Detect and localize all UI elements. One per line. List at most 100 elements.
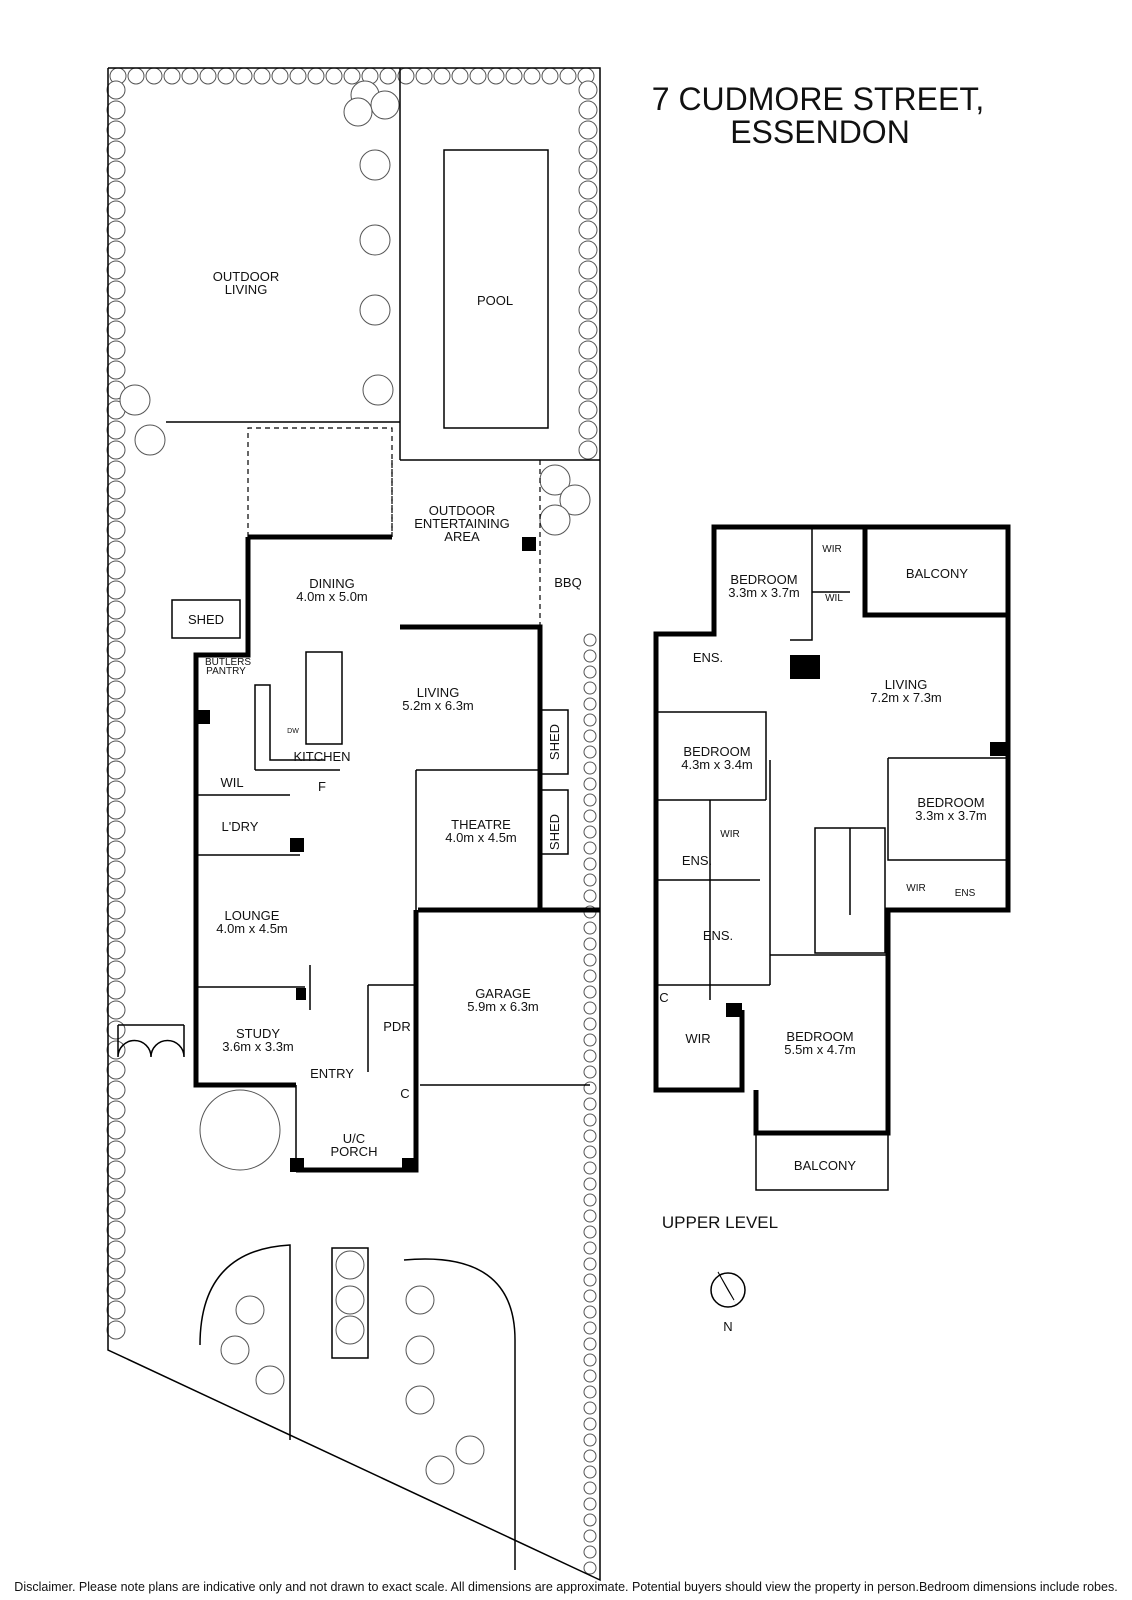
tree-icon (583, 1273, 597, 1287)
tree-icon (134, 424, 166, 456)
label-outdoor-entertaining-3: AREA (444, 529, 480, 544)
tree-icon (106, 880, 126, 900)
tree-icon (583, 1033, 597, 1047)
tree-icon (255, 1365, 285, 1395)
tree-icon (583, 681, 597, 695)
label-living: LIVING (417, 685, 460, 700)
tree-icon (307, 67, 325, 85)
tree-icon (583, 793, 597, 807)
tree-icon (106, 1160, 126, 1180)
tree-icon (106, 1320, 126, 1340)
tree-icon (106, 940, 126, 960)
tree-icon (559, 484, 591, 516)
tree-icon (583, 857, 597, 871)
tree-icon (106, 1060, 126, 1080)
label-study: STUDY (236, 1026, 280, 1041)
tree-icon (271, 67, 289, 85)
tree-icon (106, 280, 126, 300)
tree-icon (578, 340, 598, 360)
tree-icon (106, 1240, 126, 1260)
tree-icon (487, 67, 505, 85)
label-outdoor-living-2: LIVING (225, 282, 268, 297)
label-butlers-pantry: BUTLERS (205, 657, 251, 668)
tree-icon (583, 1017, 597, 1031)
tree-icon (199, 67, 217, 85)
tree-icon (578, 440, 598, 460)
tree-icon (405, 1335, 435, 1365)
tree-icon (451, 67, 469, 85)
tree-icon (583, 1497, 597, 1511)
label-bedroom-3: BEDROOM (917, 795, 984, 810)
label-wil-1: WIL (825, 593, 843, 604)
tree-icon (583, 1465, 597, 1479)
tree-icon (583, 937, 597, 951)
tree-icon (583, 1129, 597, 1143)
label-outdoor-entertaining-2: ENTERTAINING (414, 516, 510, 531)
tree-icon (106, 360, 126, 380)
tree-icon (199, 1089, 281, 1171)
tree-icon (106, 1020, 126, 1040)
tree-icon (583, 1337, 597, 1351)
tree-icon (106, 760, 126, 780)
tree-icon (583, 921, 597, 935)
tree-icon (106, 420, 126, 440)
label-balcony-1: BALCONY (906, 566, 968, 581)
tree-icon (106, 1220, 126, 1240)
tree-icon (106, 980, 126, 1000)
tree-icon (362, 374, 394, 406)
label-outdoor-entertaining: OUTDOOR (429, 503, 495, 518)
tree-icon (583, 1161, 597, 1175)
tree-icon (583, 1289, 597, 1303)
property-title-line2: ESSENDON (730, 114, 910, 150)
tree-icon (583, 713, 597, 727)
tree-icon (145, 67, 163, 85)
tree-icon (181, 67, 199, 85)
label-bedroom-4: BEDROOM (786, 1029, 853, 1044)
tree-icon (583, 761, 597, 775)
tree-icon (106, 1300, 126, 1320)
label-butlers-pantry-2: PANTRY (206, 666, 246, 677)
tree-icon (583, 1097, 597, 1111)
label-pdr: PDR (383, 1019, 410, 1034)
tree-icon (583, 1145, 597, 1159)
tree-icon (163, 67, 181, 85)
tree-icon (106, 680, 126, 700)
tree-icon (106, 1200, 126, 1220)
tree-icon (578, 220, 598, 240)
tree-icon (583, 889, 597, 903)
tree-icon (106, 240, 126, 260)
label-outdoor-living: OUTDOOR (213, 269, 279, 284)
tree-icon (405, 1285, 435, 1315)
tree-icon (583, 1081, 597, 1095)
tree-icon (106, 1080, 126, 1100)
tree-icon (106, 120, 126, 140)
label-bedroom-1: BEDROOM (730, 572, 797, 587)
size-theatre: 4.0m x 4.5m (445, 830, 517, 845)
tree-icon (578, 160, 598, 180)
tree-icon (106, 780, 126, 800)
tree-icon (583, 825, 597, 839)
tree-icon (106, 920, 126, 940)
tree-icon (106, 740, 126, 760)
tree-icon (235, 67, 253, 85)
tree-icon (106, 220, 126, 240)
tree-icon (343, 97, 373, 127)
tree-icon (583, 777, 597, 791)
size-upper-living: 7.2m x 7.3m (870, 690, 942, 705)
tree-icon (539, 504, 571, 536)
tree-icon (106, 620, 126, 640)
tree-icon (583, 1449, 597, 1463)
tree-icon (106, 1120, 126, 1140)
entry-doors (117, 1024, 185, 1058)
label-upper-living: LIVING (885, 677, 928, 692)
tree-icon (405, 1385, 435, 1415)
tree-icon (253, 67, 271, 85)
upper-level-label: UPPER LEVEL (662, 1213, 778, 1232)
label-upper-cupboard: C (659, 990, 668, 1005)
tree-icon (335, 1250, 365, 1280)
size-bedroom-4: 5.5m x 4.7m (784, 1042, 856, 1057)
tree-icon (583, 1241, 597, 1255)
label-porch: U/C (343, 1131, 365, 1146)
tree-icon (106, 640, 126, 660)
tree-icon (583, 1529, 597, 1543)
